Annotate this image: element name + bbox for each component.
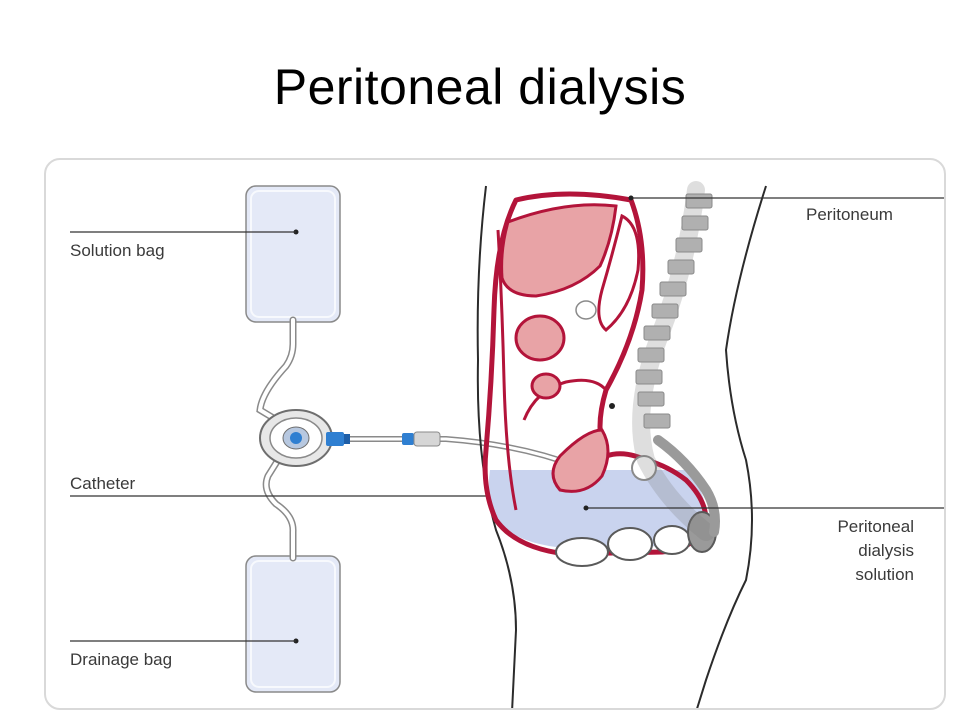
intestine-loop-upper — [514, 314, 566, 362]
peritoneum-label: Peritoneum — [806, 205, 893, 224]
catheter-connector-cap — [344, 434, 350, 444]
diagram-panel: Solution bag Drainage bag — [44, 158, 946, 710]
peritoneal-dialysis-diagram: Solution bag Drainage bag — [70, 181, 944, 708]
dialysis-solution-pool — [488, 470, 706, 548]
stomach — [597, 213, 641, 332]
dialysis-solution-label-line3: solution — [855, 565, 914, 584]
drainage-bag-label: Drainage bag — [70, 650, 172, 669]
liver — [500, 203, 618, 298]
solution-bag-label: Solution bag — [70, 241, 165, 260]
catheter-adapter — [413, 431, 441, 447]
solution-bag — [245, 185, 341, 323]
dialysis-solution-pointer-dot — [583, 505, 589, 511]
peritoneum-pointer-dot — [628, 195, 634, 201]
catheter-connector-blue-right — [402, 433, 414, 445]
spine — [609, 181, 720, 541]
rectum-section — [631, 455, 657, 481]
transfer-set-connector — [259, 409, 333, 467]
drainage-bag — [245, 555, 341, 693]
bladder — [551, 428, 610, 493]
catheter-connector-blue-left — [326, 432, 344, 446]
small-vessel — [575, 300, 597, 320]
dialysis-solution-label-line1: Peritoneal — [837, 517, 914, 536]
solution-tubing — [256, 316, 297, 426]
slide-title: Peritoneal dialysis — [273, 59, 687, 115]
intestine-loop-middle — [530, 372, 562, 400]
dialysis-solution-label-line2: dialysis — [858, 541, 914, 560]
body-outline — [476, 185, 767, 708]
peritoneum-membrane — [482, 191, 709, 557]
drainage-tubing — [262, 456, 297, 562]
catheter-label: Catheter — [70, 474, 136, 493]
